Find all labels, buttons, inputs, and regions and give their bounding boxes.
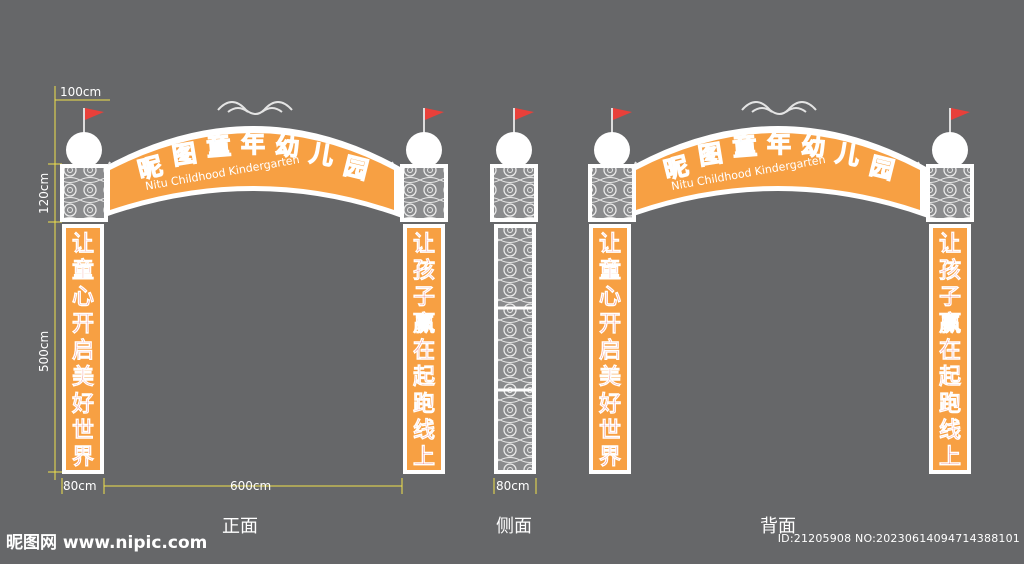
column-character: 孩 [413, 257, 435, 283]
column-character: 好 [71, 391, 94, 417]
sign-title-character: 年 [241, 130, 265, 158]
dim-column-height: 500cm [37, 331, 51, 372]
column-character: 跑 [413, 392, 435, 417]
side-view: 80cm [490, 108, 538, 494]
sign-title-character: 童 [732, 132, 758, 162]
capital-lattice [592, 168, 632, 218]
flag-icon [85, 108, 104, 120]
lamp-globe [932, 132, 968, 168]
sign-title-character: 童 [206, 132, 232, 162]
sign-title-character: 儿 [308, 139, 336, 171]
front-sign-title: 昵图童年幼儿园 [134, 129, 371, 185]
column-panel [593, 228, 627, 470]
dim-flag-width: 100cm [60, 85, 101, 99]
column-character: 线 [939, 417, 961, 443]
back-view: 昵图童年幼儿园 Nitu Childhood Kindergarten 让童心开… [588, 101, 974, 474]
column-character: 让 [939, 232, 961, 257]
column-character: 孩 [939, 257, 961, 283]
column-character: 在 [413, 337, 435, 363]
column-panel [407, 228, 441, 470]
lamp-globe [594, 132, 630, 168]
sign-title-character: 幼 [274, 132, 300, 162]
column-character: 让 [413, 232, 435, 257]
column-character: 赢 [939, 311, 961, 337]
column-lattice [498, 228, 532, 470]
column-character: 让 [599, 232, 621, 257]
sign-title-character: 昵 [135, 152, 165, 185]
column-character: 子 [413, 285, 435, 310]
column-character: 赢 [413, 311, 435, 337]
lamp-globe [496, 132, 532, 168]
back-arch-panel [636, 133, 920, 210]
dim-column-width: 80cm [63, 479, 97, 493]
flag-icon [515, 108, 534, 120]
column-character: 童 [599, 257, 621, 283]
dim-side-column-width: 80cm [496, 479, 530, 493]
front-view: 100cm 120cm 500cm 80cm 600cm 昵图童年幼儿园 Nit… [37, 85, 448, 494]
column-character: 心 [72, 285, 94, 310]
column-character: 世 [72, 418, 94, 443]
column-character: 上 [939, 445, 961, 470]
column-character: 上 [413, 445, 435, 470]
column-character: 界 [72, 445, 94, 470]
column-character: 跑 [939, 392, 961, 417]
flag-icon [951, 108, 970, 120]
capital-lattice [930, 168, 970, 218]
front-arch-panel [110, 133, 394, 210]
column-character: 界 [599, 445, 621, 470]
column-character: 世 [599, 418, 621, 443]
dim-span-width: 600cm [230, 479, 271, 493]
sign-title-character: 年 [767, 130, 791, 158]
column-character: 美 [599, 364, 622, 390]
flag-icon [425, 108, 444, 120]
column-character: 好 [598, 391, 621, 417]
lamp-globe [406, 132, 442, 168]
watermark-id: ID:21205908 NO:20230614094714388101 [777, 532, 1020, 545]
sign-title-character: 图 [696, 139, 724, 171]
dim-capital-height: 120cm [37, 173, 51, 214]
flag-icon [613, 108, 632, 120]
capital-lattice [64, 168, 104, 218]
side-view-label: 侧面 [496, 516, 532, 537]
side-dimensions [493, 478, 537, 494]
column-character: 心 [599, 285, 621, 310]
capital-lattice [404, 168, 444, 218]
sign-title-character: 昵 [661, 152, 691, 185]
column-character: 起 [412, 365, 436, 390]
sign-title-character: 儿 [834, 139, 862, 171]
column-character: 开 [72, 312, 94, 337]
lamp-globe [66, 132, 102, 168]
column-character: 子 [939, 285, 961, 310]
column-character: 启 [72, 337, 94, 363]
front-view-label: 正面 [222, 516, 258, 537]
column-character: 让 [72, 232, 94, 257]
column-character: 线 [413, 417, 435, 443]
back-view-label: 背面 [760, 516, 796, 537]
column-panel [933, 228, 967, 470]
sign-title-character: 图 [170, 139, 198, 171]
sign-title-character: 幼 [800, 132, 826, 162]
column-character: 启 [599, 337, 621, 363]
column-character: 开 [599, 312, 621, 337]
capital-lattice [494, 168, 534, 218]
column-character: 童 [72, 257, 94, 283]
front-dimensions [48, 86, 403, 494]
watermark-site: 昵图网 www.nipic.com [6, 533, 208, 553]
column-character: 美 [72, 364, 95, 390]
column-character: 在 [939, 337, 961, 363]
column-panel [66, 228, 100, 470]
column-character: 起 [938, 365, 962, 390]
